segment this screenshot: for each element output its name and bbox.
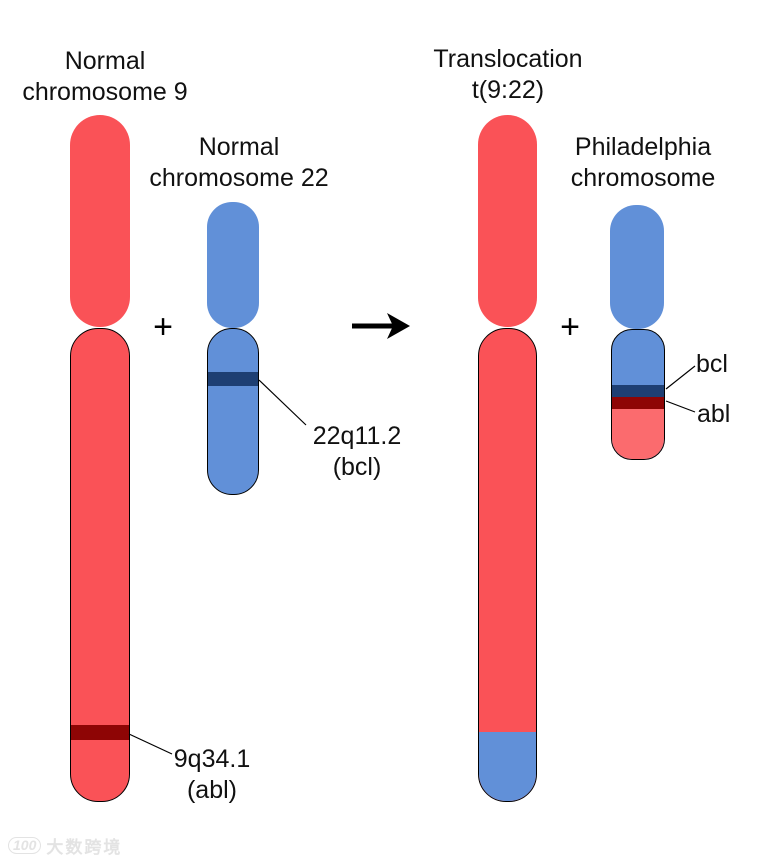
plus-sign-right: +: [560, 308, 580, 346]
abl-label: abl: [697, 400, 731, 428]
chr22-bcl-band: [208, 372, 258, 386]
chr22-p-arm: [207, 202, 259, 328]
philadelphia-bcl-band: [612, 385, 664, 397]
chr22-title: Normal chromosome 22: [149, 133, 329, 192]
pointer-line-abl: [665, 400, 696, 413]
philadelphia-q-arm: [611, 329, 665, 460]
philadelphia-abl-band: [612, 397, 664, 409]
chr9-p-arm: [70, 115, 130, 327]
chr9-title: Normal chromosome 9: [22, 47, 188, 106]
watermark-text: 大数跨境: [46, 838, 123, 857]
philadelphia-p-arm: [610, 205, 664, 329]
der9-p-arm: [478, 115, 537, 327]
der9-q-arm: [478, 328, 537, 802]
plus-sign-left: +: [153, 308, 173, 346]
arrow-icon: [352, 313, 410, 339]
chr9-q-arm: [70, 328, 130, 802]
philadelphia-red-segment: [612, 409, 664, 459]
chr22-band-label: 22q11.2 (bcl): [312, 422, 402, 481]
chr22-q-arm: [207, 328, 259, 495]
watermark: 100 大数跨境: [8, 833, 122, 858]
chr9-abl-band: [71, 725, 129, 740]
pointer-line-bcl: [665, 365, 696, 390]
chr9-band-label: 9q34.1 (abl): [173, 745, 251, 804]
pointer-line-22q11: [258, 379, 307, 426]
pointer-line-9q34: [128, 733, 173, 755]
translocation-title: Translocation t(9:22): [433, 45, 583, 104]
bcl-label: bcl: [696, 350, 728, 378]
der9-blue-segment: [479, 732, 536, 801]
watermark-logo-icon: 100: [8, 837, 42, 854]
philadelphia-title: Philadelphia chromosome: [570, 133, 716, 192]
